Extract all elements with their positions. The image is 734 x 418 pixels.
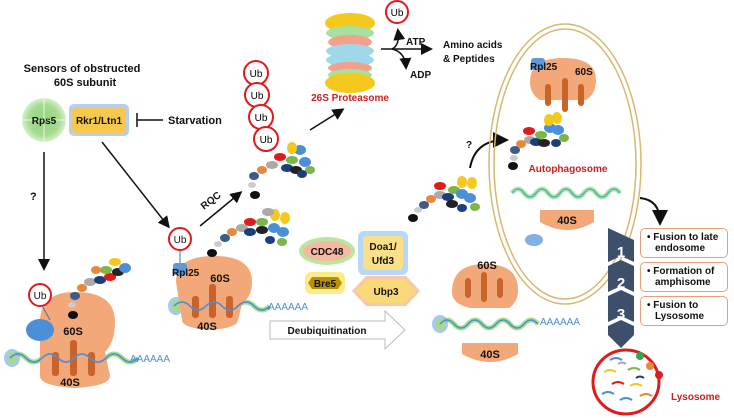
deubiquitination-label: Deubiquitination: [288, 326, 367, 337]
sensors-title-line2: 60S subunit: [54, 77, 117, 89]
40s-label: 40S: [60, 377, 80, 389]
polyubiquitin-chain: Ub Ub Ub Ub: [243, 60, 315, 199]
products-line2: & Peptides: [443, 54, 495, 65]
proteasome-label: 26S Proteasome: [311, 93, 389, 104]
nascent-chain-middle: [207, 208, 290, 257]
arrow-to-steps: [639, 197, 668, 226]
dissociated-ribosome: 60S AAAAAA 40S: [432, 234, 580, 362]
ribosome-rpl25-middle: AAAAAA Rpl25 60S 40S Ub: [168, 227, 308, 333]
doa1-label: Doa1/: [369, 242, 396, 253]
40s-label: 40S: [557, 215, 577, 227]
polya-tail: AAAAAA: [268, 302, 308, 313]
autophagosome-label: Autophagosome: [529, 164, 608, 175]
step-1-line1: • Fusion to late: [647, 232, 719, 243]
ubp3-label: Ubp3: [374, 287, 399, 298]
nascent-chain-right: [408, 176, 480, 222]
60s-label: 60S: [210, 273, 230, 285]
step-2-line1: • Formation of: [647, 266, 715, 277]
atp-label: ATP: [406, 37, 426, 48]
bre5-label: Bre5: [314, 279, 337, 290]
60s-label: 60S: [63, 326, 83, 338]
autophagy-steps-chevron: 1 2 3: [608, 228, 634, 348]
rpl25-label: Rpl25: [530, 62, 558, 73]
step-box-3: • Fusion to Lysosome: [640, 296, 728, 326]
60s-label: 60S: [575, 67, 593, 78]
arrow-rkr1-to-ribosome: [101, 141, 170, 229]
adp-label: ADP: [410, 70, 431, 81]
rps5-node: Rps5: [22, 98, 66, 142]
step-3-line2: Lysosome: [655, 311, 705, 322]
polya-tail: AAAAAA: [130, 354, 170, 365]
step-1-line2: endosome: [655, 243, 706, 254]
ub-tag: Ub: [260, 135, 273, 146]
step-number-3: 3: [617, 306, 625, 323]
arrow-to-autophagosome: [469, 132, 509, 169]
40s-label: 40S: [480, 349, 500, 361]
ufd3-label: Ufd3: [372, 256, 395, 267]
question-mark-right: ?: [466, 140, 472, 151]
rkr1-ltn1-node: Rkr1/Ltn1: [69, 104, 129, 136]
polya-tail: AAAAAA: [540, 317, 580, 328]
step-box-2: • Formation of amphisome: [640, 262, 728, 292]
question-mark-left: ?: [30, 191, 37, 203]
rqc-arrow: [199, 191, 243, 227]
bre5-node: Bre5: [305, 272, 345, 294]
rps5-label: Rps5: [32, 116, 57, 127]
deubiquitination-arrow: Deubiquitination: [269, 309, 406, 351]
step-number-1: 1: [617, 244, 625, 261]
arrow-to-proteasome: [309, 108, 345, 131]
rpl25-label: Rpl25: [172, 268, 200, 279]
autophagosome: Rpl25 60S Autophagosome 40S: [488, 23, 642, 305]
40s-label: 40S: [197, 321, 217, 333]
rkr1-label: Rkr1/Ltn1: [76, 116, 123, 127]
doa1-ufd3-node: Doa1/ Ufd3: [358, 231, 408, 275]
step-3-line1: • Fusion to: [647, 300, 699, 311]
lysosome-label: Lysosome: [671, 392, 721, 403]
ub-tag: Ub: [250, 69, 263, 80]
ub-tag: Ub: [174, 235, 187, 246]
nascent-chain-left: [68, 258, 131, 319]
step-number-2: 2: [617, 275, 625, 292]
starvation-label: Starvation: [168, 115, 222, 127]
ub-tag: Ub: [251, 91, 264, 102]
lysosome: [591, 348, 663, 416]
60s-label: 60S: [477, 260, 497, 272]
sensors-title-line1: Sensors of obstructed: [24, 63, 141, 75]
step-box-1: • Fusion to late endosome: [640, 228, 728, 258]
ub-tag: Ub: [34, 291, 47, 302]
products-line1: Amino acids: [443, 40, 503, 51]
proteasome-icon: [325, 13, 375, 93]
ub-released: Ub: [391, 8, 404, 19]
stalled-ribosome-left: AAAAAA 60S 40S Ub: [4, 283, 170, 389]
cdc48-node: CDC48: [299, 237, 355, 265]
step-2-line2: amphisome: [655, 277, 711, 288]
ubp3-node: Ubp3: [352, 276, 420, 306]
ub-tag: Ub: [255, 113, 268, 124]
cdc48-label: CDC48: [311, 247, 344, 258]
